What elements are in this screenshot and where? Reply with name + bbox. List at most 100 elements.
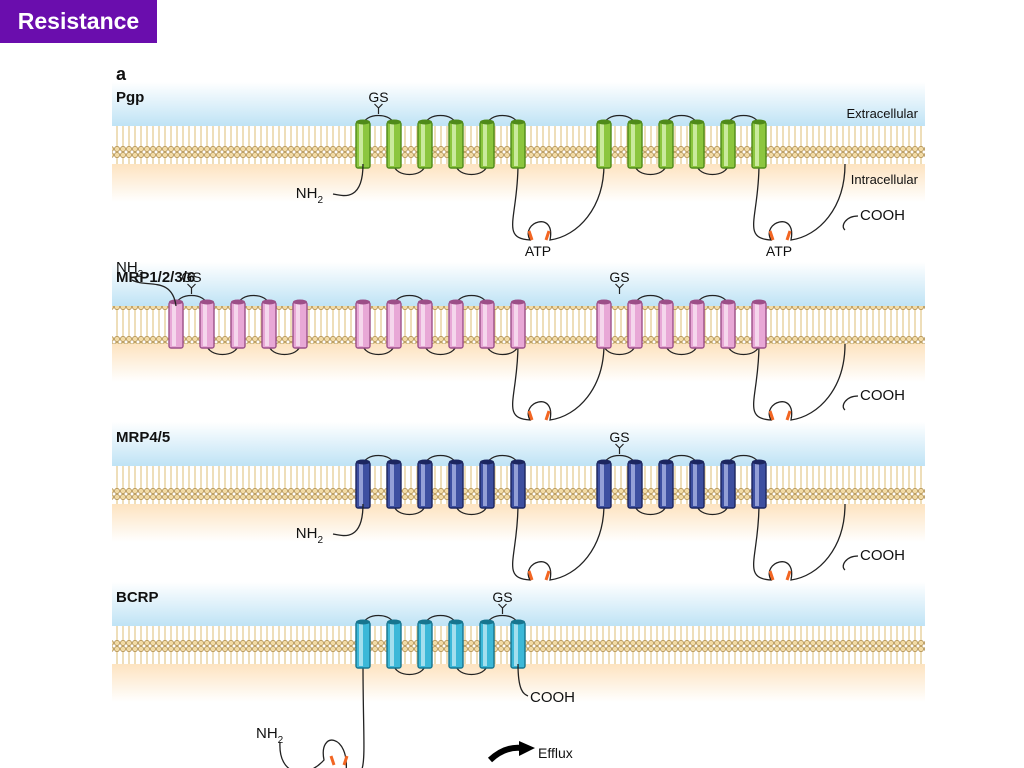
transmembrane-helix <box>510 619 526 669</box>
transporter-row-3: BCRPATPGSNH2COOH <box>112 582 925 768</box>
transmembrane-helix <box>596 459 612 509</box>
transmembrane-helix <box>355 459 371 509</box>
transmembrane-helix <box>751 299 767 349</box>
transmembrane-helix <box>751 119 767 169</box>
n-terminus-tail <box>332 503 364 537</box>
atp-binding-loop <box>279 663 365 768</box>
n-terminus-tail <box>131 279 177 307</box>
transporter-row-2: MRP4/5ATPATPGSNH2COOH <box>112 422 925 599</box>
atp-binding-site <box>527 570 551 581</box>
transmembrane-helix <box>386 619 402 669</box>
transmembrane-helix <box>720 459 736 509</box>
panel-letter: a <box>116 64 127 84</box>
row-name: BCRP <box>116 589 159 606</box>
atp-binding-loop <box>511 503 605 581</box>
atp-label: ATP <box>766 243 792 259</box>
gs-label: GS <box>492 589 512 605</box>
cooh-label: COOH <box>860 547 905 564</box>
nh2-label: NH2 <box>296 525 324 546</box>
transporter-row-1: MRP1/2/3/6ATPATPGSGSNH2COOH <box>112 259 925 439</box>
transmembrane-helix <box>658 119 674 169</box>
transmembrane-helix <box>720 119 736 169</box>
gs-label: GS <box>181 269 201 285</box>
atp-binding-site <box>329 755 349 766</box>
transmembrane-helix <box>627 299 643 349</box>
transmembrane-helix <box>386 299 402 349</box>
transmembrane-helix <box>720 299 736 349</box>
c-terminus-tail <box>842 555 859 571</box>
transmembrane-helix <box>596 299 612 349</box>
atp-binding-loop <box>752 343 846 421</box>
transmembrane-helix <box>751 459 767 509</box>
transmembrane-helix <box>199 299 215 349</box>
atp-binding-loop <box>752 163 846 241</box>
transmembrane-helix <box>448 619 464 669</box>
nh2-subscript: 2 <box>317 535 323 546</box>
nh2-subscript: 2 <box>138 269 144 280</box>
transmembrane-helix <box>510 299 526 349</box>
transmembrane-helix <box>689 299 705 349</box>
glycosylation-site <box>374 103 383 114</box>
transmembrane-helix <box>689 459 705 509</box>
transmembrane-helix <box>261 299 277 349</box>
transmembrane-helix <box>510 459 526 509</box>
transmembrane-helix <box>355 619 371 669</box>
atp-binding-site <box>527 230 551 241</box>
nh2-subscript: 2 <box>278 735 284 746</box>
row-name: Pgp <box>116 89 144 106</box>
c-terminus-tail <box>842 215 859 231</box>
efflux-label: Efflux <box>538 745 573 761</box>
atp-binding-site <box>768 570 792 581</box>
glycosylation-site <box>498 603 507 614</box>
transmembrane-helix <box>417 459 433 509</box>
transmembrane-helix <box>417 119 433 169</box>
extracellular-band <box>112 262 925 306</box>
atp-binding-loop <box>511 163 605 241</box>
gs-label: GS <box>368 89 388 105</box>
atp-binding-loop <box>511 343 605 421</box>
transmembrane-helix <box>168 299 184 349</box>
cooh-label: COOH <box>530 689 575 706</box>
atp-binding-site <box>768 230 792 241</box>
transmembrane-helix <box>627 119 643 169</box>
nh2-label: NH2 <box>116 259 144 280</box>
transmembrane-helix <box>386 119 402 169</box>
slide-title: Resistance <box>0 0 157 43</box>
atp-label: ATP <box>525 243 551 259</box>
transmembrane-helix <box>479 299 495 349</box>
transmembrane-helix <box>479 459 495 509</box>
row-name: MRP4/5 <box>116 429 170 446</box>
transmembrane-helix <box>355 119 371 169</box>
nh2-label: NH2 <box>256 725 284 746</box>
glycosylation-site <box>615 283 624 294</box>
c-terminus-tail <box>517 663 529 697</box>
gs-label: GS <box>609 269 629 285</box>
nh2-subscript: 2 <box>317 195 323 206</box>
transmembrane-helix <box>479 619 495 669</box>
transmembrane-helix <box>292 299 308 349</box>
transmembrane-helix <box>689 119 705 169</box>
transmembrane-helix <box>448 119 464 169</box>
transmembrane-helix <box>355 299 371 349</box>
transmembrane-helix <box>658 299 674 349</box>
transmembrane-helix <box>658 459 674 509</box>
efflux-arrow: Efflux <box>487 741 573 763</box>
transmembrane-helix <box>627 459 643 509</box>
atp-binding-site <box>768 410 792 421</box>
extracellular-band <box>112 582 925 626</box>
c-terminus-tail <box>842 395 859 411</box>
atp-binding-site <box>527 410 551 421</box>
transmembrane-helix <box>417 619 433 669</box>
n-terminus-tail <box>332 163 364 197</box>
transmembrane-helix <box>448 299 464 349</box>
gs-label: GS <box>609 429 629 445</box>
extracellular-band <box>112 82 925 126</box>
cooh-label: COOH <box>860 387 905 404</box>
glycosylation-site <box>187 283 196 294</box>
transmembrane-helix <box>230 299 246 349</box>
transmembrane-helix <box>479 119 495 169</box>
glycosylation-site <box>615 443 624 454</box>
transmembrane-helix <box>417 299 433 349</box>
